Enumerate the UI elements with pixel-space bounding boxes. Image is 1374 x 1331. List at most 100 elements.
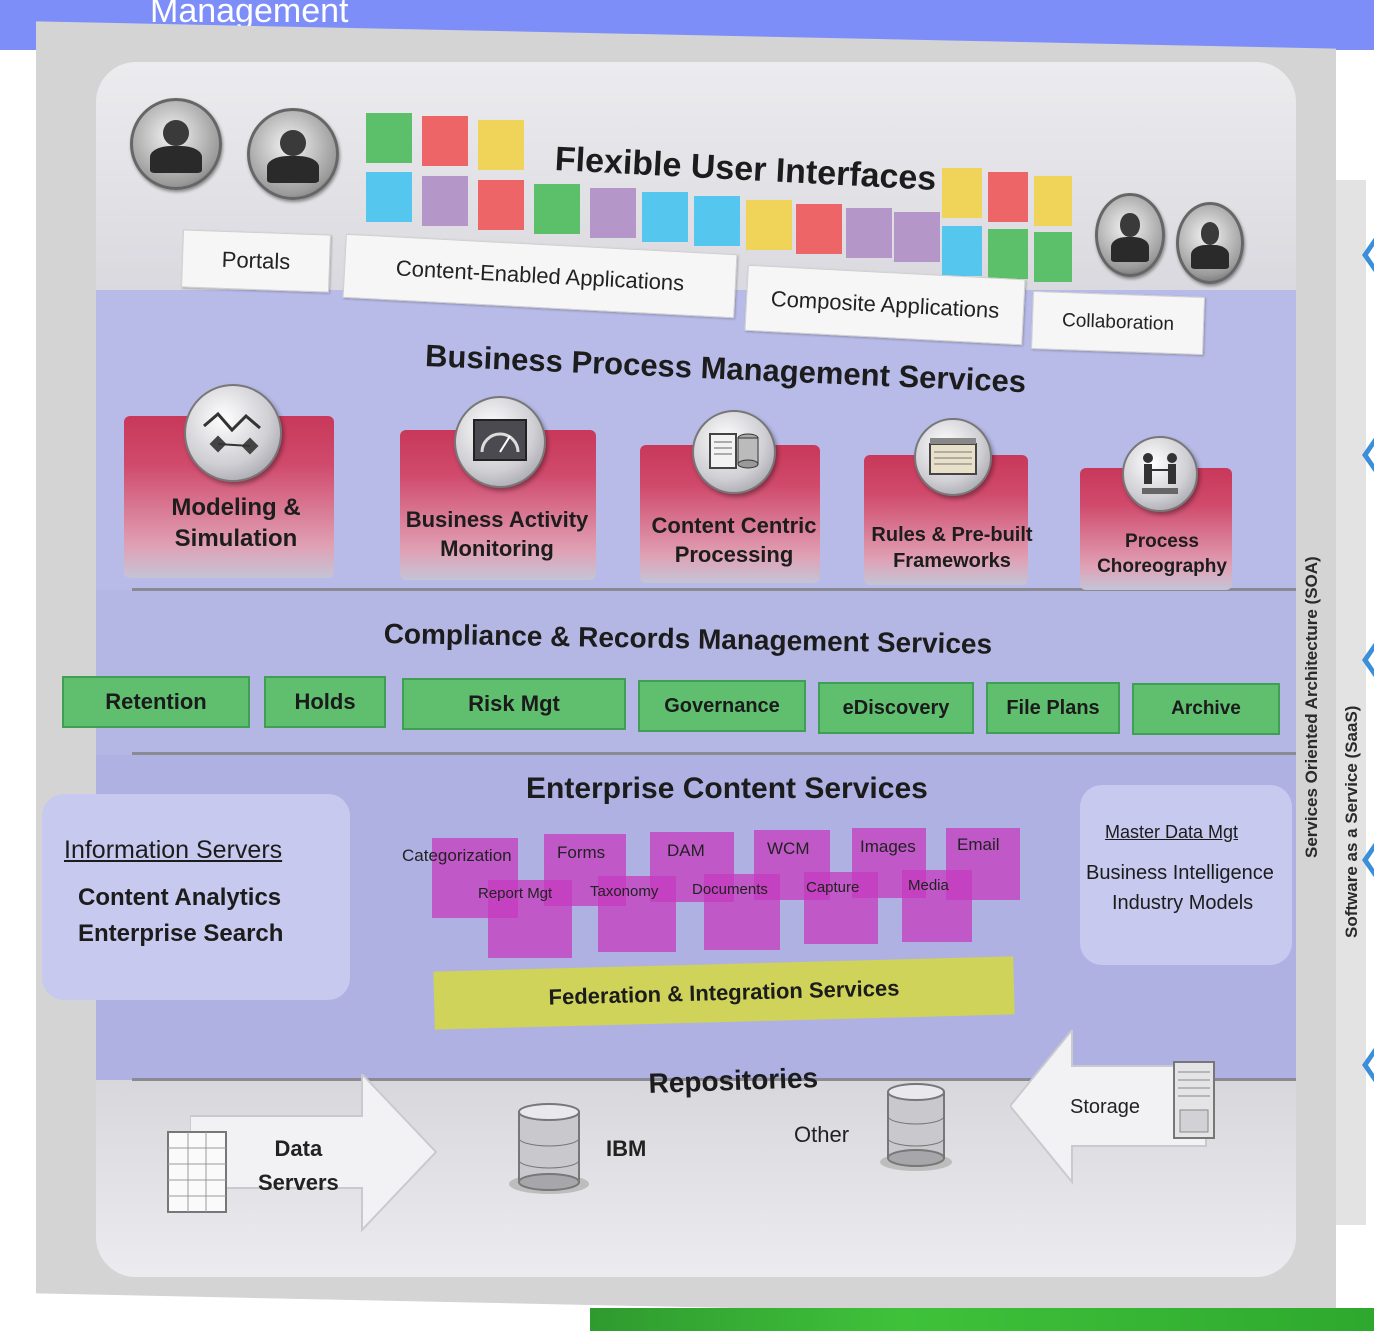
other-label: Other [794,1122,850,1147]
master-data-panel [1080,785,1292,965]
ecs-block [598,876,676,952]
diagram-right-edge [1336,180,1366,1225]
process-choreography-icon [1122,436,1198,512]
color-tile [422,176,468,226]
retention-box: Retention [62,676,250,728]
archive-box: Archive [1132,683,1280,735]
color-tile [942,226,982,276]
business-activity-monitoring-icon [454,396,546,488]
ecs-block [804,872,878,944]
user-avatar-icon [247,108,339,200]
pc-line1: Process [1125,531,1199,552]
content-centric-processing-icon [692,410,776,494]
color-tile [796,204,842,254]
color-tile [366,172,412,222]
color-tile [846,208,892,258]
documents-label: Documents [692,881,768,898]
color-tile [988,229,1028,279]
color-tile [746,200,792,250]
modeling-simulation-line1: Modeling & [171,494,301,521]
color-tile [1034,232,1072,282]
content-analytics-label: Content Analytics [78,884,282,911]
layer-divider [132,752,1296,755]
business-activity-monitoring-label: Business Activity Monitoring [388,506,606,563]
ccp-line1: Content Centric [651,513,817,538]
master-data-heading: Master Data Mgt [1105,822,1239,842]
ediscovery-box: eDiscovery [818,682,974,734]
chevron-icon [1362,842,1374,878]
chevron-icon [1362,437,1374,473]
color-tile [988,172,1028,222]
color-tile [642,192,688,242]
spreadsheet-icon [167,1131,227,1213]
chevron-icon [1362,642,1374,678]
categorization-label: Categorization [402,846,512,865]
color-tile [534,184,580,234]
color-tile [1034,176,1072,226]
modeling-simulation-label: Modeling & Simulation [124,492,348,554]
footer-bar [590,1308,1374,1331]
ibm-label: IBM [606,1136,647,1161]
bam-line2: Monitoring [440,535,554,561]
color-tile [942,168,982,218]
chevron-icon [1362,237,1374,273]
chevron-icon [1362,1047,1374,1083]
data-servers-line1: Data [274,1136,323,1161]
file-plans-box: File Plans [986,682,1120,734]
user-avatar-icon [1176,202,1244,284]
ccp-line2: Processing [674,541,794,567]
ecs-block [704,874,780,950]
wcm-label: WCM [767,839,810,858]
taxonomy-label: Taxonomy [590,883,659,900]
color-tile [422,116,468,166]
rules-frameworks-icon [914,418,992,496]
user-avatar-icon [1095,193,1165,277]
rules-frameworks-label: Rules & Pre-built Frameworks [860,522,1044,574]
information-servers-heading: Information Servers [64,836,283,864]
color-tile [366,113,412,163]
enterprise-search-label: Enterprise Search [78,920,284,947]
storage-server-icon [1173,1061,1215,1139]
ecs-block [488,880,572,958]
color-tile [590,188,636,238]
arrow-left-icon [1010,1030,1207,1185]
governance-box: Governance [638,680,806,732]
ecs-layer-title: Enterprise Content Services [526,772,928,805]
soa-label: Services Oriented Architecture (SOA) [1302,556,1321,858]
pc-line2: Choreography [1097,555,1227,577]
dam-label: DAM [667,841,705,860]
business-intelligence-label: Business Intelligence [1086,862,1274,884]
forms-label: Forms [557,843,606,862]
color-tile [478,120,524,170]
information-servers-panel [42,794,350,1000]
portals-label: Portals [181,229,331,293]
color-tile [478,180,524,230]
email-label: Email [957,835,1000,854]
rules-line1: Rules & Pre-built [871,524,1033,546]
layer-divider [132,588,1296,591]
database-icon [880,1083,952,1171]
user-avatar-icon [130,98,222,190]
color-tile [894,212,940,262]
color-tile [694,196,740,246]
collaboration-label: Collaboration [1031,291,1205,355]
process-choreography-label: Process Choreography [1084,530,1240,579]
industry-models-label: Industry Models [1112,892,1254,914]
holds-box: Holds [264,676,386,728]
ecs-block [902,870,972,942]
risk-mgt-box: Risk Mgt [402,678,626,730]
capture-label: Capture [806,879,860,896]
database-icon [509,1103,589,1194]
images-label: Images [860,837,916,856]
rules-line2: Frameworks [893,550,1011,572]
layer-divider [132,1078,1296,1081]
report-mgt-label: Report Mgt [478,885,553,902]
content-centric-processing-label: Content Centric Processing [640,512,828,569]
storage-label: Storage [1070,1096,1141,1118]
saas-label: Software as a Service (SaaS) [1342,705,1361,938]
modeling-simulation-icon [184,384,282,482]
data-servers-line2: Servers [258,1170,339,1195]
data-servers-label: Data Servers [258,1136,339,1196]
bam-line1: Business Activity [405,507,589,532]
modeling-simulation-line2: Simulation [174,525,298,553]
